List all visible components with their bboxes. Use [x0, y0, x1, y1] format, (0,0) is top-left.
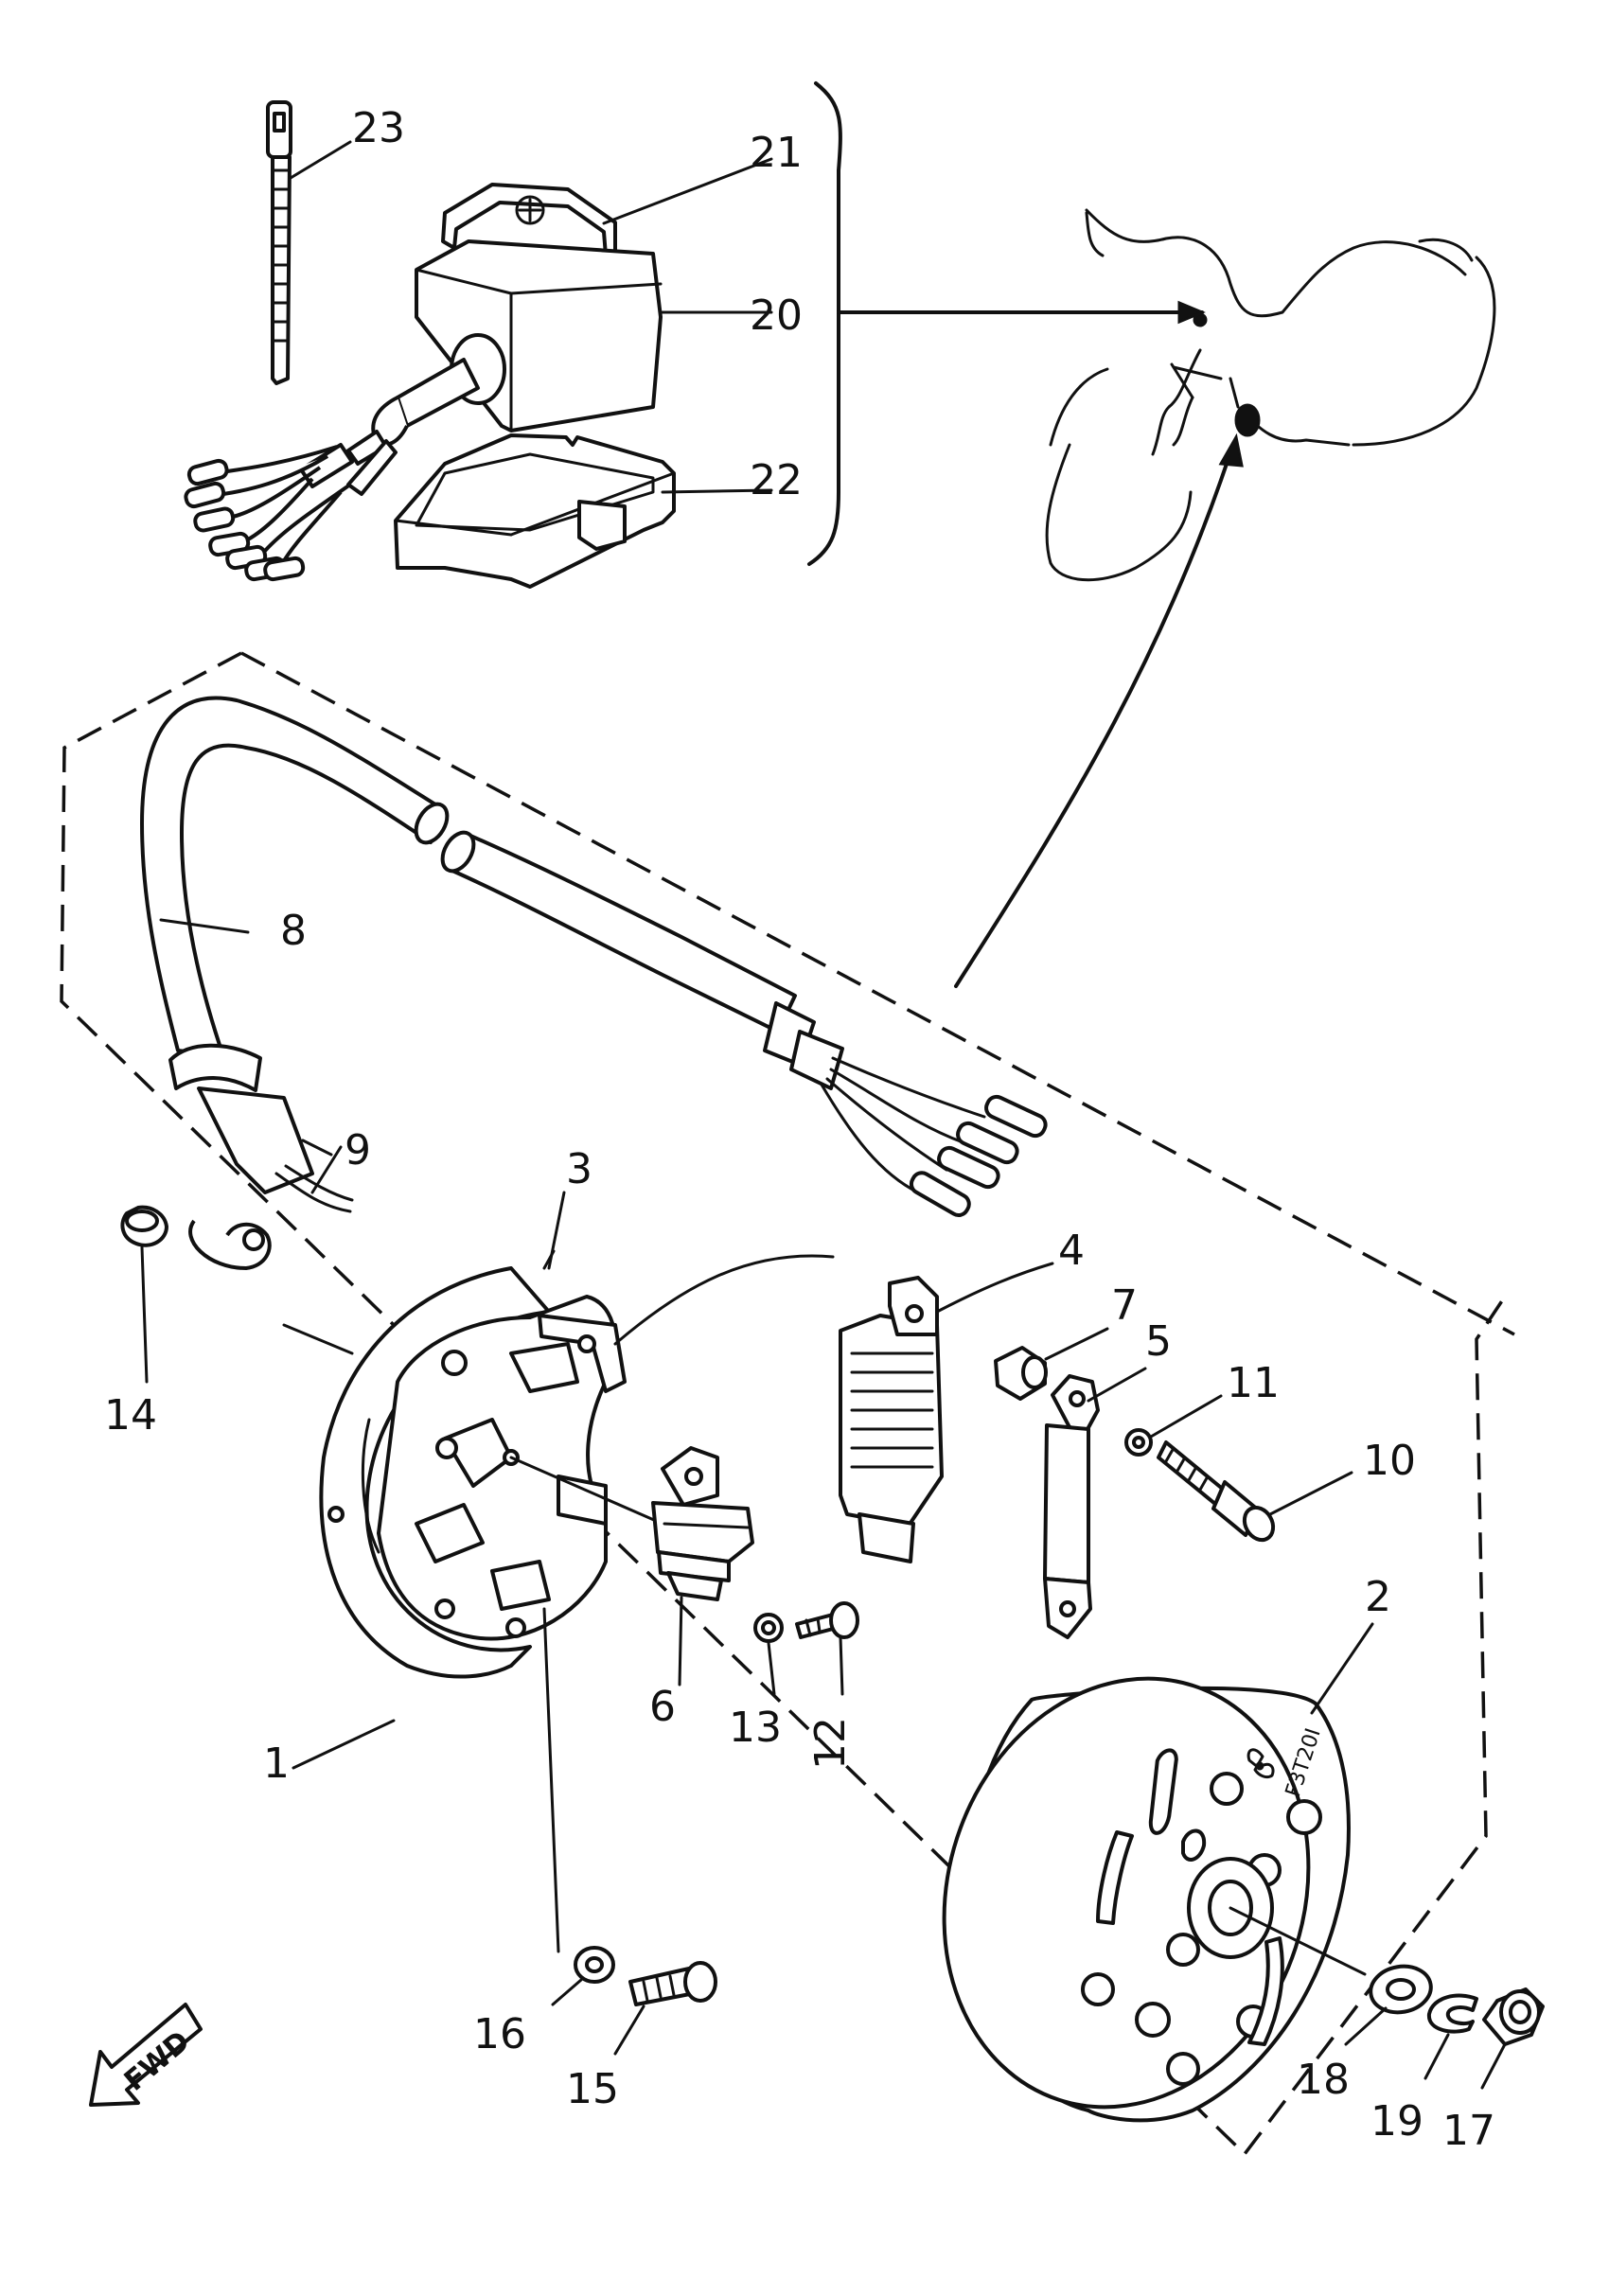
- part-16-washer: [551, 1946, 615, 2006]
- part-18-washer: [1344, 1964, 1433, 2046]
- part-19-lock-washer: [1423, 1993, 1478, 2080]
- callout-12: 12: [806, 1717, 855, 1770]
- part-9-clamp: [168, 1043, 354, 1270]
- callout-3: 3: [566, 1145, 592, 1193]
- part-4-charge-coil: [839, 1262, 1054, 1563]
- callout-5: 5: [1145, 1317, 1172, 1366]
- callout-21: 21: [750, 129, 803, 177]
- part-2-flywheel-rotor: F3T20I: [942, 1622, 1374, 2123]
- part-6-source-coil: [651, 1446, 754, 1687]
- part-10-screw: [1157, 1440, 1353, 1543]
- callout-19: 19: [1370, 2097, 1423, 2146]
- part-1-leader: [292, 1719, 396, 1770]
- callout-2: 2: [1365, 1573, 1391, 1621]
- callout-9: 9: [345, 1126, 371, 1174]
- part-23-cable-tie: [266, 100, 352, 385]
- callout-14: 14: [104, 1391, 157, 1439]
- upper-bracket-group: [807, 81, 1206, 566]
- callout-22: 22: [750, 456, 803, 504]
- callout-23: 23: [352, 104, 405, 152]
- part-12-screw: [795, 1601, 859, 1696]
- part-20-cdi-unit: [371, 239, 773, 447]
- part-14-collar: [120, 1205, 168, 1384]
- callout-4: 4: [1058, 1227, 1085, 1275]
- callout-13: 13: [729, 1704, 782, 1752]
- part-5-pickup-coil: [1043, 1367, 1147, 1639]
- part-11-washer: [1124, 1394, 1223, 1457]
- motorcycle-outline: [1045, 208, 1496, 582]
- part-7-collar: [994, 1327, 1109, 1401]
- stator-assembly-boundary: [60, 651, 1515, 2157]
- callout-11: 11: [1227, 1359, 1280, 1407]
- callout-16: 16: [473, 2010, 526, 2058]
- callout-7: 7: [1111, 1281, 1138, 1330]
- cdi-wire-connectors: [184, 430, 398, 582]
- part-17-nut: [1480, 1987, 1545, 2090]
- part-13-washer: [753, 1613, 784, 1696]
- callout-20: 20: [750, 291, 803, 340]
- callout-15: 15: [566, 2065, 619, 2113]
- callout-1: 1: [263, 1740, 290, 1788]
- fwd-arrow: FWD: [89, 2003, 203, 2107]
- callout-8: 8: [280, 907, 307, 955]
- callout-10: 10: [1363, 1437, 1416, 1485]
- part-3-stator-plate: [282, 1191, 835, 1953]
- callout-labels: 1 2 3 4 5 6 7 8 9 10 11 12 13 14 15 16 1…: [104, 104, 1495, 2155]
- stator-lead-location-arrow: [954, 433, 1244, 988]
- callout-18: 18: [1297, 2056, 1350, 2104]
- part-15-screw: [613, 1961, 717, 2056]
- callout-6: 6: [649, 1683, 676, 1731]
- part-8-lead-wire: [140, 696, 1048, 1218]
- part-22-damper-tray: [394, 433, 773, 589]
- callout-17: 17: [1442, 2107, 1495, 2155]
